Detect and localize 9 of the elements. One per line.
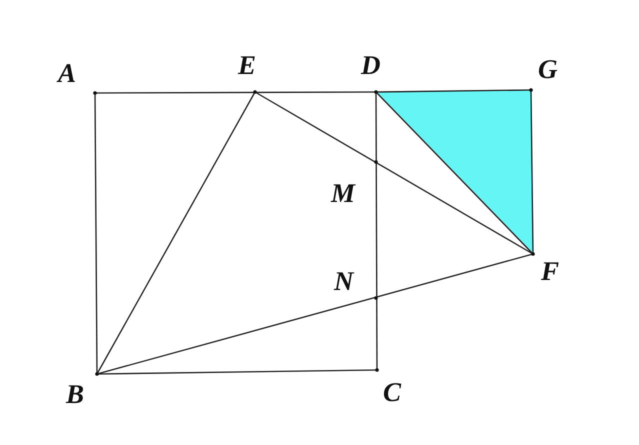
point-label: G <box>538 56 558 83</box>
point-label: E <box>238 52 256 79</box>
point-label: N <box>334 268 354 295</box>
point-label: D <box>361 52 380 79</box>
point-label: F <box>541 258 560 285</box>
point-label: A <box>58 60 76 87</box>
point-label: M <box>331 180 356 207</box>
point-label: B <box>66 381 84 408</box>
point-label: C <box>383 379 402 406</box>
